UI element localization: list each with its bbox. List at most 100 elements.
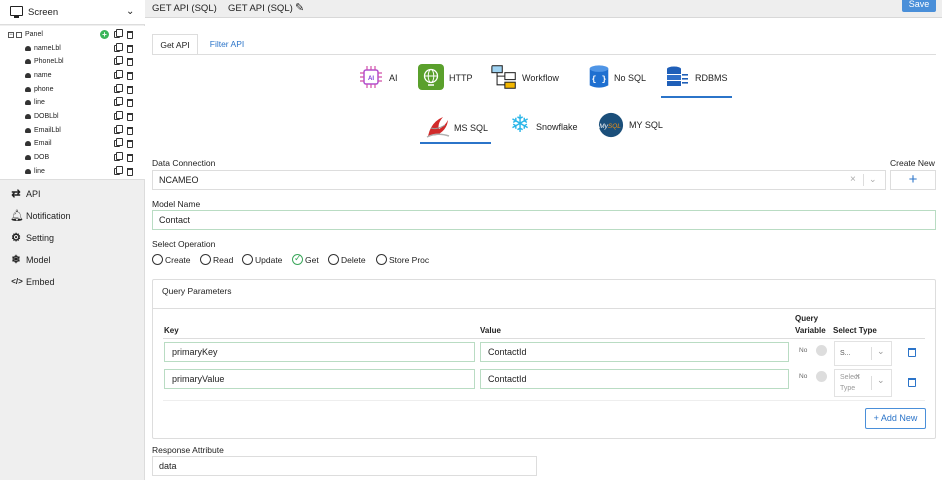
screen-selector[interactable]: Screen ⌄ bbox=[0, 0, 145, 25]
create-new-label: Create New bbox=[890, 158, 935, 168]
cloud-icon bbox=[25, 128, 31, 133]
cloud-icon bbox=[25, 114, 31, 119]
engine-mssql[interactable]: MS SQL bbox=[425, 114, 491, 144]
response-attribute-input[interactable]: data bbox=[152, 456, 537, 476]
tab-filter-api[interactable]: Filter API bbox=[209, 39, 245, 49]
tab-get-api[interactable]: Get API bbox=[152, 34, 198, 55]
tree-item[interactable]: DOB bbox=[0, 152, 145, 165]
clear-icon[interactable]: × bbox=[850, 174, 856, 185]
trash-icon[interactable] bbox=[127, 31, 133, 39]
trash-icon[interactable] bbox=[127, 113, 133, 121]
sidebar-item-setting[interactable]: ⚙Setting bbox=[0, 227, 145, 249]
sidebar-item-embed[interactable]: </>Embed bbox=[0, 271, 145, 293]
tree-item[interactable]: name bbox=[0, 70, 145, 83]
select-type-dropdown[interactable]: Select Type × ⌄ bbox=[834, 369, 892, 397]
copy-icon[interactable] bbox=[114, 111, 123, 120]
copy-icon[interactable] bbox=[114, 56, 123, 65]
sidebar-item-label: API bbox=[26, 189, 41, 199]
query-variable-toggle[interactable]: No bbox=[797, 370, 827, 384]
chevron-down-icon[interactable]: ⌄ bbox=[126, 6, 135, 17]
toggle-knob bbox=[816, 345, 827, 356]
source-rdbms[interactable]: RDBMS bbox=[664, 64, 730, 94]
copy-icon[interactable] bbox=[114, 138, 123, 147]
copy-icon[interactable] bbox=[114, 43, 123, 52]
param-key-input[interactable]: primaryKey bbox=[164, 342, 475, 362]
sidebar-item-label: Model bbox=[26, 255, 51, 265]
source-label: Workflow bbox=[522, 73, 559, 83]
data-connection-select[interactable]: NCAMEO × ⌄ bbox=[152, 170, 886, 190]
collapse-icon[interactable]: − bbox=[8, 32, 14, 38]
cloud-icon bbox=[25, 141, 31, 146]
chevron-down-icon: ⌄ bbox=[877, 346, 885, 356]
sidebar-item-label: Embed bbox=[26, 277, 55, 287]
add-icon[interactable]: + bbox=[100, 30, 109, 39]
param-key-input[interactable]: primaryValue bbox=[164, 369, 475, 389]
breadcrumb-api: GET API (SQL) bbox=[152, 3, 217, 14]
svg-text:MySQL: MySQL bbox=[599, 123, 621, 130]
source-http[interactable]: HTTP bbox=[418, 64, 478, 94]
tree-item-panel[interactable]: − Panel + bbox=[0, 29, 145, 42]
tree-item-label: phone bbox=[34, 86, 54, 93]
data-connection-label: Data Connection bbox=[152, 158, 216, 168]
copy-icon[interactable] bbox=[114, 70, 123, 79]
copy-icon[interactable] bbox=[114, 166, 123, 175]
trash-icon[interactable] bbox=[127, 154, 133, 162]
model-name-input[interactable]: Contact bbox=[152, 210, 936, 230]
param-value-input[interactable]: ContactId bbox=[480, 342, 789, 362]
mysql-logo-icon: MySQL bbox=[598, 112, 624, 138]
select-type-dropdown[interactable]: S... ⌄ bbox=[834, 341, 892, 366]
create-new-button[interactable]: + bbox=[890, 170, 936, 190]
bell-icon: 🔔︎ bbox=[10, 210, 24, 222]
trash-icon[interactable] bbox=[127, 168, 133, 176]
add-new-parameter-button[interactable]: + Add New bbox=[865, 408, 926, 429]
tree-item[interactable]: nameLbl bbox=[0, 43, 145, 56]
trash-icon[interactable] bbox=[127, 127, 133, 135]
copy-icon[interactable] bbox=[114, 97, 123, 106]
api-title: GET API (SQL) bbox=[228, 3, 293, 14]
save-button[interactable]: Save bbox=[902, 0, 936, 12]
svg-text:AI: AI bbox=[368, 76, 374, 82]
radio-circle-checked bbox=[292, 253, 303, 265]
tree-item[interactable]: phone bbox=[0, 84, 145, 97]
trash-icon[interactable] bbox=[127, 58, 133, 66]
cloud-icon bbox=[25, 46, 31, 51]
source-workflow[interactable]: Workflow bbox=[491, 64, 567, 94]
tree-item[interactable]: EmailLbl bbox=[0, 125, 145, 138]
tree-item[interactable]: DOBLbl bbox=[0, 111, 145, 124]
copy-icon[interactable] bbox=[114, 29, 123, 38]
source-selected-indicator bbox=[661, 96, 732, 98]
engine-snowflake[interactable]: ❄ Snowflake bbox=[507, 112, 581, 142]
delete-row-icon[interactable] bbox=[908, 348, 916, 357]
sidebar-item-model[interactable]: ❄Model bbox=[0, 249, 145, 271]
tree-item[interactable]: line bbox=[0, 166, 145, 179]
engine-label: MY SQL bbox=[629, 120, 663, 130]
source-ai[interactable]: AI AI bbox=[358, 64, 404, 94]
trash-icon[interactable] bbox=[127, 72, 133, 80]
delete-row-icon[interactable] bbox=[908, 378, 916, 387]
sidebar-item-api[interactable]: ⇄API bbox=[0, 183, 145, 205]
component-tree: − Panel + nameLbl PhoneLbl name phone li… bbox=[0, 26, 145, 180]
tree-item[interactable]: line bbox=[0, 97, 145, 110]
sidebar-item-notification[interactable]: 🔔︎Notification bbox=[0, 205, 145, 227]
tree-item-label: Panel bbox=[25, 31, 43, 38]
tab-divider bbox=[152, 54, 936, 55]
trash-icon[interactable] bbox=[127, 99, 133, 107]
pencil-icon[interactable]: ✎ bbox=[295, 2, 305, 14]
engine-mysql[interactable]: MySQL MY SQL bbox=[598, 112, 664, 142]
param-value-input[interactable]: ContactId bbox=[480, 369, 789, 389]
trash-icon[interactable] bbox=[127, 140, 133, 148]
tree-item[interactable]: PhoneLbl bbox=[0, 56, 145, 69]
chevron-down-icon[interactable]: ⌄ bbox=[869, 174, 877, 184]
copy-icon[interactable] bbox=[114, 152, 123, 161]
query-variable-toggle[interactable]: No bbox=[797, 344, 827, 358]
copy-icon[interactable] bbox=[114, 125, 123, 134]
select-divider bbox=[863, 174, 864, 186]
cloud-icon bbox=[25, 87, 31, 92]
trash-icon[interactable] bbox=[127, 45, 133, 53]
tree-item[interactable]: Email bbox=[0, 138, 145, 151]
cloud-icon bbox=[25, 100, 31, 105]
radio-label: Update bbox=[255, 255, 283, 265]
source-nosql[interactable]: { } No SQL bbox=[586, 64, 646, 94]
copy-icon[interactable] bbox=[114, 84, 123, 93]
trash-icon[interactable] bbox=[127, 86, 133, 94]
